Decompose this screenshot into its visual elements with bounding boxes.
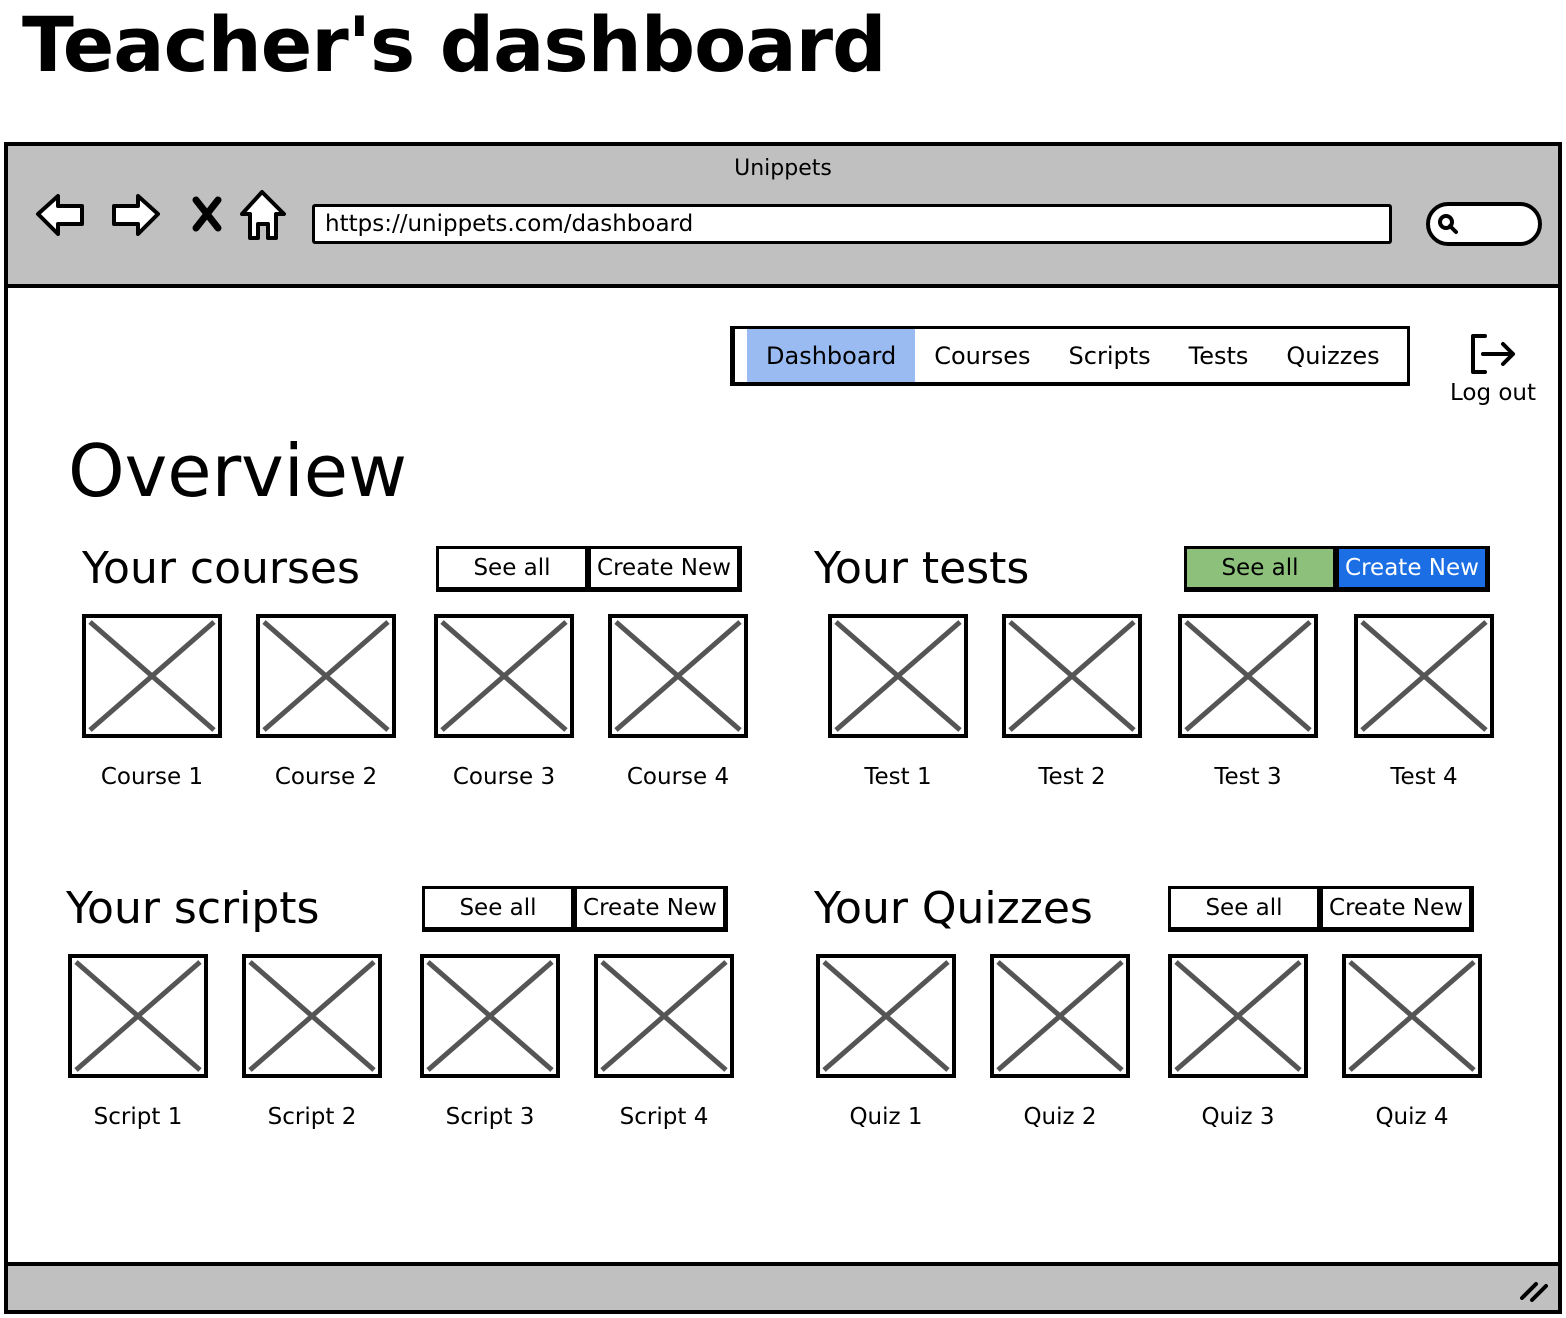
browser-statusbar — [8, 1262, 1558, 1310]
logout-button[interactable]: Log out — [1438, 332, 1548, 406]
image-placeholder-icon — [1354, 614, 1494, 738]
nav-tests[interactable]: Tests — [1188, 341, 1249, 370]
section-title: Your tests — [814, 543, 1030, 594]
resize-grip-icon[interactable] — [1518, 1278, 1548, 1302]
scripts-see-all-button[interactable]: See all — [422, 886, 576, 932]
courses-cards: Course 1 Course 2 Course 3 Course 4 — [78, 614, 778, 804]
courses-see-all-button[interactable]: See all — [436, 546, 590, 592]
image-placeholder-icon — [608, 614, 748, 738]
browser-titlebar: Unippets https://unippets.com/dashboard — [8, 146, 1558, 288]
course-card[interactable]: Course 1 — [82, 614, 222, 790]
card-label: Script 1 — [93, 1104, 183, 1130]
card-label: Course 4 — [626, 764, 730, 790]
page-heading: Teacher's dashboard — [22, 0, 887, 89]
image-placeholder-icon — [82, 614, 222, 738]
card-label: Test 2 — [1038, 764, 1106, 790]
card-label: Quiz 4 — [1375, 1104, 1449, 1130]
course-card[interactable]: Course 2 — [256, 614, 396, 790]
nav-courses[interactable]: Courses — [934, 341, 1031, 370]
stop-icon[interactable] — [182, 186, 238, 242]
tests-see-all-button[interactable]: See all — [1184, 546, 1338, 592]
quizzes-cards: Quiz 1 Quiz 2 Quiz 3 Quiz 4 — [812, 954, 1512, 1144]
script-card[interactable]: Script 4 — [594, 954, 734, 1130]
image-placeholder-icon — [242, 954, 382, 1078]
section-title: Your Quizzes — [814, 883, 1093, 934]
test-card[interactable]: Test 3 — [1178, 614, 1318, 790]
script-card[interactable]: Script 1 — [68, 954, 208, 1130]
logout-icon — [1471, 334, 1515, 374]
card-label: Script 2 — [267, 1104, 357, 1130]
image-placeholder-icon — [434, 614, 574, 738]
image-placeholder-icon — [256, 614, 396, 738]
browser-search-box[interactable] — [1426, 202, 1542, 246]
browser-window: Unippets https://unippets.com/dashboard … — [4, 142, 1562, 1314]
courses-actions: See all Create New — [436, 546, 748, 596]
courses-create-new-button[interactable]: Create New — [588, 546, 742, 592]
logout-label: Log out — [1449, 380, 1537, 406]
nav-scripts[interactable]: Scripts — [1068, 341, 1151, 370]
scripts-create-new-button[interactable]: Create New — [574, 886, 728, 932]
card-label: Test 3 — [1214, 764, 1282, 790]
tests-create-new-button[interactable]: Create New — [1336, 546, 1490, 592]
forward-arrow-icon[interactable] — [108, 186, 164, 242]
card-label: Script 4 — [619, 1104, 709, 1130]
scripts-cards: Script 1 Script 2 Script 3 Script 4 — [64, 954, 764, 1144]
quiz-card[interactable]: Quiz 1 — [816, 954, 956, 1130]
card-label: Quiz 1 — [849, 1104, 923, 1130]
image-placeholder-icon — [68, 954, 208, 1078]
test-card[interactable]: Test 1 — [828, 614, 968, 790]
image-placeholder-icon — [990, 954, 1130, 1078]
quiz-card[interactable]: Quiz 2 — [990, 954, 1130, 1130]
courses-section: Your courses See all Create New Course 1… — [78, 542, 778, 842]
card-label: Quiz 3 — [1201, 1104, 1275, 1130]
section-title: Your courses — [82, 543, 360, 594]
back-arrow-icon[interactable] — [32, 186, 88, 242]
card-label: Course 1 — [100, 764, 204, 790]
card-label: Test 1 — [864, 764, 932, 790]
card-label: Quiz 2 — [1023, 1104, 1097, 1130]
url-bar[interactable]: https://unippets.com/dashboard — [312, 204, 1392, 244]
test-card[interactable]: Test 4 — [1354, 614, 1494, 790]
quizzes-see-all-button[interactable]: See all — [1168, 886, 1322, 932]
main-nav: Dashboard Courses Scripts Tests Quizzes — [730, 326, 1410, 386]
image-placeholder-icon — [1342, 954, 1482, 1078]
course-card[interactable]: Course 3 — [434, 614, 574, 790]
home-icon[interactable] — [236, 186, 292, 242]
quizzes-section: Your Quizzes See all Create New Quiz 1 Q… — [812, 882, 1512, 1182]
scripts-section: Your scripts See all Create New Script 1… — [64, 882, 764, 1182]
image-placeholder-icon — [816, 954, 956, 1078]
scripts-actions: See all Create New — [422, 886, 734, 936]
image-placeholder-icon — [1002, 614, 1142, 738]
window-title: Unippets — [734, 156, 832, 181]
image-placeholder-icon — [420, 954, 560, 1078]
quizzes-actions: See all Create New — [1168, 886, 1480, 936]
card-label: Course 3 — [452, 764, 556, 790]
script-card[interactable]: Script 3 — [420, 954, 560, 1130]
card-label: Test 4 — [1390, 764, 1458, 790]
nav-dashboard[interactable]: Dashboard — [747, 329, 916, 382]
course-card[interactable]: Course 4 — [608, 614, 748, 790]
tests-cards: Test 1 Test 2 Test 3 Test 4 — [812, 614, 1512, 804]
image-placeholder-icon — [594, 954, 734, 1078]
card-label: Course 2 — [274, 764, 378, 790]
image-placeholder-icon — [1168, 954, 1308, 1078]
nav-quizzes[interactable]: Quizzes — [1286, 341, 1380, 370]
image-placeholder-icon — [1178, 614, 1318, 738]
quiz-card[interactable]: Quiz 4 — [1342, 954, 1482, 1130]
tests-actions: See all Create New — [1184, 546, 1496, 596]
tests-section: Your tests See all Create New Test 1 Tes… — [812, 542, 1512, 842]
section-title: Your scripts — [66, 883, 320, 934]
image-placeholder-icon — [828, 614, 968, 738]
quiz-card[interactable]: Quiz 3 — [1168, 954, 1308, 1130]
card-label: Script 3 — [445, 1104, 535, 1130]
search-icon — [1438, 214, 1458, 234]
overview-title: Overview — [68, 429, 407, 513]
test-card[interactable]: Test 2 — [1002, 614, 1142, 790]
quizzes-create-new-button[interactable]: Create New — [1320, 886, 1474, 932]
script-card[interactable]: Script 2 — [242, 954, 382, 1130]
